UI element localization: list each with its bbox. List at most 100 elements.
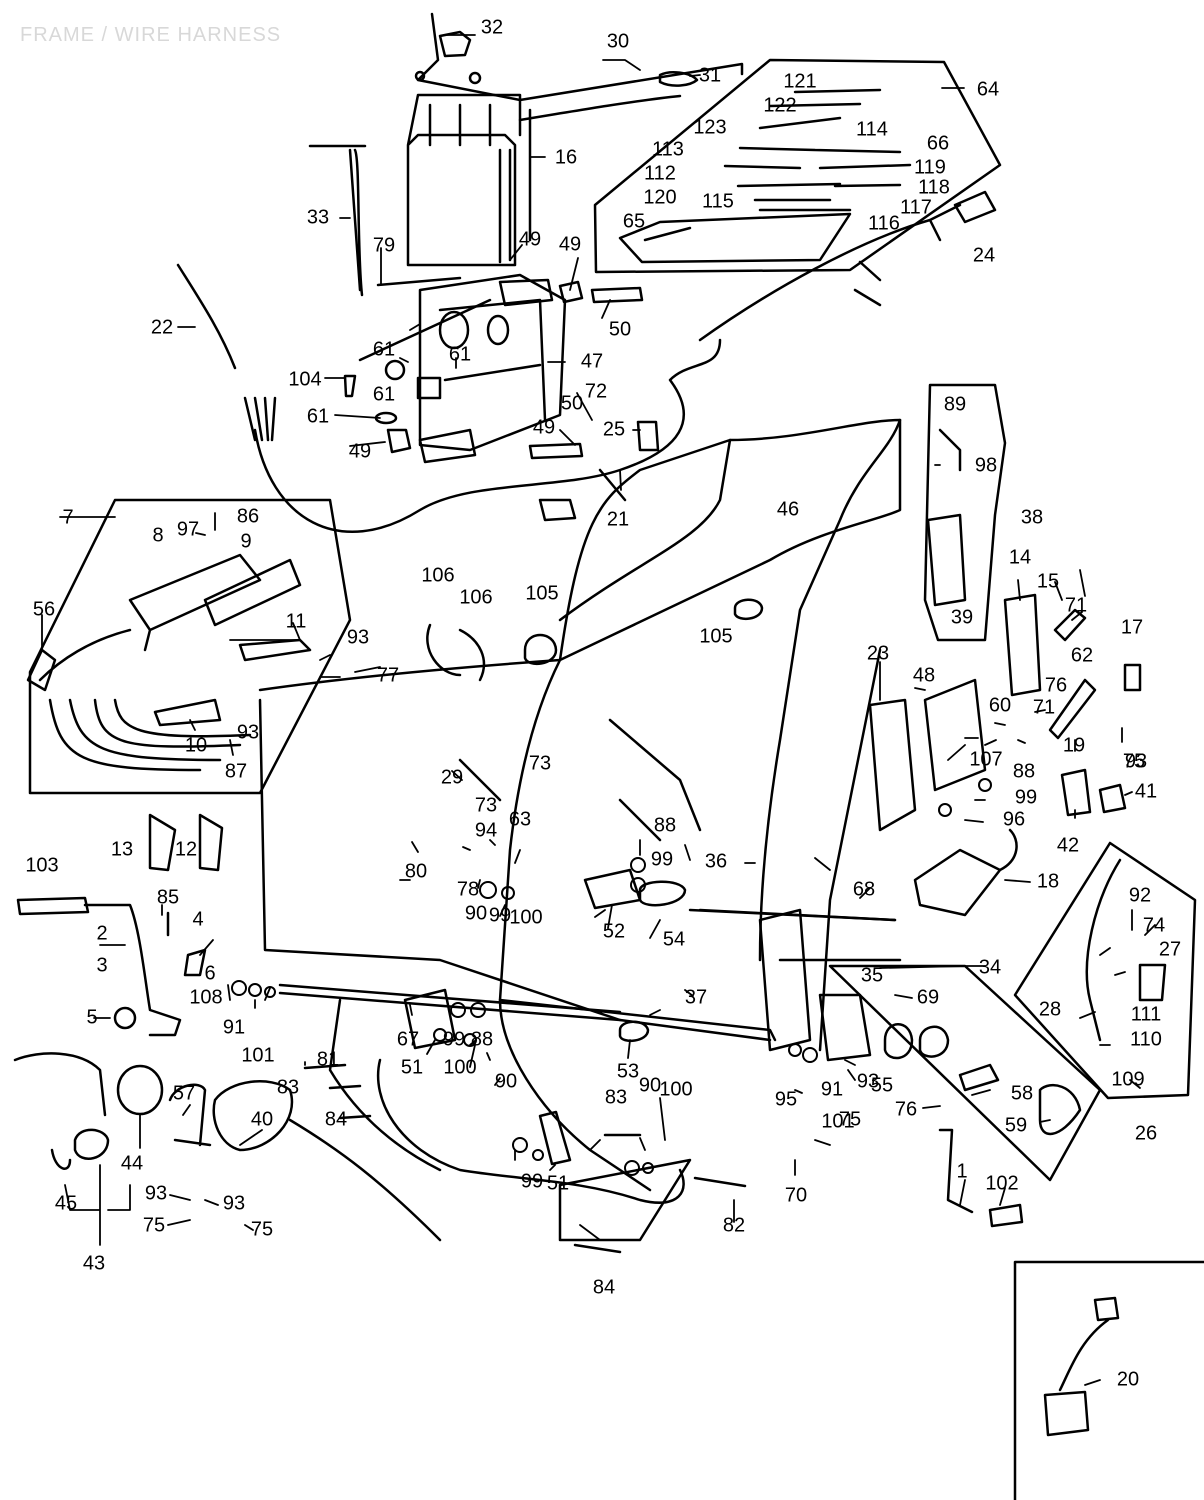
engine-guard <box>376 1058 685 1204</box>
nut-49a <box>386 428 412 454</box>
callout-61-3: 61 <box>373 383 395 405</box>
callout-55: 55 <box>871 1074 893 1096</box>
collar-54 <box>638 880 687 907</box>
switch-58 <box>958 1063 1000 1092</box>
callout-97: 97 <box>177 518 199 540</box>
callout-54: 54 <box>663 928 685 950</box>
side-stand-1 <box>938 1128 974 1214</box>
bracket-104 <box>343 374 357 398</box>
battery-cable <box>518 71 699 122</box>
callout-81: 81 <box>317 1048 339 1070</box>
callout-29: 29 <box>441 766 463 788</box>
callout-41: 41 <box>1135 780 1157 802</box>
sensor-box <box>1013 1260 1204 1500</box>
callout-23: 23 <box>867 642 889 664</box>
callout-89: 89 <box>944 393 966 415</box>
callout-11: 11 <box>286 610 307 632</box>
callout-111: 111 <box>1131 1003 1161 1025</box>
callout-107: 107 <box>969 748 1002 770</box>
callout-17: 17 <box>1121 616 1143 638</box>
callout-57: 57 <box>173 1082 195 1104</box>
callout-80: 80 <box>405 860 427 882</box>
callout-53: 53 <box>617 1060 639 1082</box>
harness-branch-21 <box>538 468 627 522</box>
callout-84-2: 84 <box>593 1276 615 1298</box>
callout-117: 117 <box>900 196 932 218</box>
callout-99-3: 99 <box>443 1028 465 1050</box>
callout-118: 118 <box>918 176 950 198</box>
regulator-23 <box>868 698 917 832</box>
callout-95: 95 <box>775 1088 797 1110</box>
callout-72: 72 <box>585 380 607 402</box>
frame-backbone <box>558 418 902 962</box>
callout-93-2: 93 <box>223 1192 245 1214</box>
callout-12: 12 <box>175 838 197 860</box>
harness-branch-upper <box>698 203 962 342</box>
battery-rod <box>308 144 367 297</box>
battery-body <box>406 93 532 267</box>
bracket-11 <box>238 638 312 662</box>
callout-49: 49 <box>349 440 371 462</box>
small-fasteners <box>231 778 992 1176</box>
callout-59: 59 <box>1005 1114 1027 1136</box>
callout-93-5: 93 <box>347 626 369 648</box>
battery-nut <box>468 71 482 85</box>
bolt-82 <box>693 1176 747 1188</box>
callout-61: 61 <box>373 338 395 360</box>
callout-75-4: 75 <box>839 1108 861 1130</box>
callout-108: 108 <box>189 986 222 1008</box>
bracket-bar-79 <box>358 276 492 362</box>
callout-103: 103 <box>25 854 58 876</box>
callout-20: 20 <box>1117 1368 1139 1390</box>
plug-cap-12 <box>198 813 224 872</box>
coil-part-a <box>498 278 554 307</box>
callout-115: 115 <box>702 190 734 212</box>
fuse-set <box>723 88 912 212</box>
relay-42 <box>1060 768 1092 817</box>
ignition-coil-9 <box>203 558 302 627</box>
callout-73: 73 <box>529 752 551 774</box>
callout-105-2: 105 <box>699 625 732 647</box>
frame-top-rail <box>258 418 902 692</box>
callout-49-4: 49 <box>533 416 555 438</box>
callout-16: 16 <box>555 146 577 168</box>
callout-13: 13 <box>111 838 133 860</box>
callout-100-3: 100 <box>659 1078 692 1100</box>
engine-mount-plate <box>758 908 812 1052</box>
fuse-box-plate <box>618 212 852 264</box>
callout-61-2: 61 <box>449 343 471 365</box>
callout-106: 106 <box>421 564 454 586</box>
callout-87: 87 <box>225 760 247 782</box>
bolt-4-6 <box>183 948 207 977</box>
callout-104: 104 <box>288 368 321 390</box>
callout-122: 122 <box>763 94 796 116</box>
callout-82: 82 <box>723 1214 745 1236</box>
callout-88-2: 88 <box>654 814 676 836</box>
callout-77: 77 <box>377 664 399 686</box>
callout-101-2: 101 <box>821 1110 854 1132</box>
callout-45: 45 <box>55 1192 77 1214</box>
meter-43 <box>73 1128 110 1160</box>
callout-9: 9 <box>240 530 251 552</box>
pedal-arm <box>83 903 182 1037</box>
callout-40: 40 <box>251 1108 273 1130</box>
ignition-coil-8 <box>128 553 262 652</box>
callout-85: 85 <box>157 886 179 908</box>
callout-74: 74 <box>1143 914 1165 936</box>
rectifier-18 <box>913 828 1018 917</box>
callout-24: 24 <box>973 244 995 266</box>
cover-19 <box>1048 678 1097 740</box>
callout-90-2: 90 <box>465 902 487 924</box>
meter-cable-45 <box>13 1052 107 1170</box>
callout-51: 51 <box>401 1056 423 1078</box>
callout-67: 67 <box>397 1028 419 1050</box>
callout-91-2: 91 <box>821 1078 843 1100</box>
ignition-coil-group-outline <box>28 498 352 795</box>
callout-112: 112 <box>644 162 676 184</box>
callout-121: 121 <box>783 70 816 92</box>
callout-61-4: 61 <box>307 405 329 427</box>
wire-22 <box>176 263 237 370</box>
stand-bracket-51b <box>538 1110 572 1166</box>
callout-44: 44 <box>121 1152 143 1174</box>
